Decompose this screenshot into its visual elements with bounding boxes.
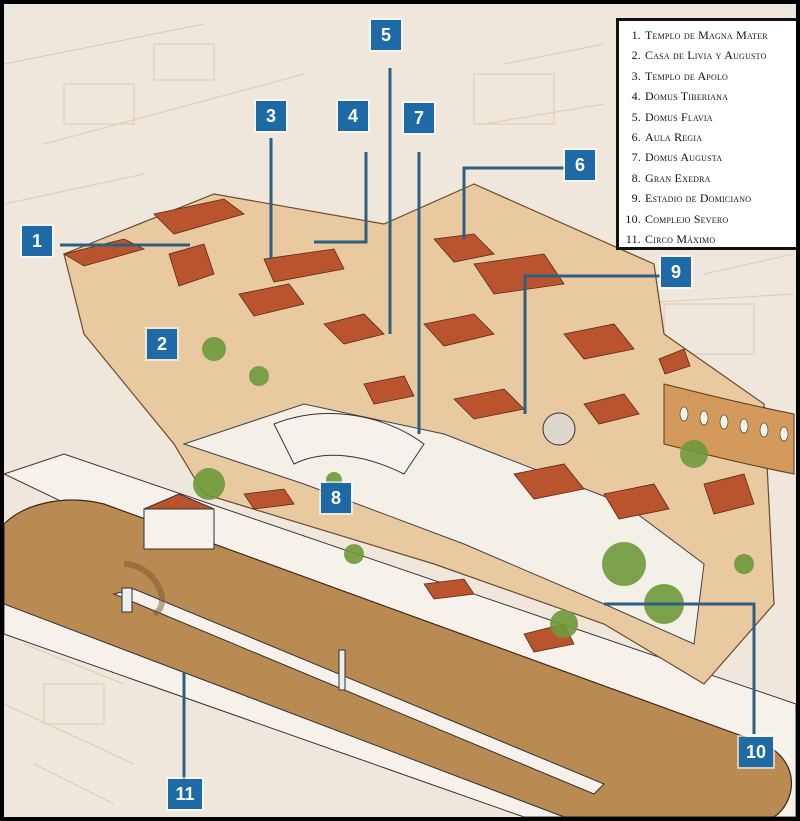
circus-maximus (4, 453, 796, 817)
legend-item: 8.Gran Exedra (631, 170, 711, 185)
callout-8-gran-exedra[interactable]: 8 (321, 483, 351, 513)
callout-7-domus-augusta[interactable]: 7 (404, 103, 434, 133)
legend-item: 7.Domus Augusta (631, 150, 723, 165)
map-canvas: 1 2 3 4 5 6 7 8 9 10 11 1.Templo de Magn… (4, 4, 796, 817)
legend-item: 5.Domus Flavia (631, 109, 713, 124)
legend-item: 11.Circo Máximo (625, 231, 716, 246)
legend-item: 2.Casa de Livia y Augusto (631, 48, 767, 63)
legend-item: 6.Aula Regia (631, 129, 703, 144)
legend-item: 10.Complejo Severo (625, 211, 729, 226)
callout-5-domus-flavia[interactable]: 5 (371, 20, 401, 50)
legend: 1.Templo de Magna Mater 2.Casa de Livia … (616, 18, 796, 250)
callout-2-casa-livia[interactable]: 2 (147, 329, 177, 359)
background-city-sketch (4, 23, 795, 805)
callout-4-domus-tiberiana[interactable]: 4 (338, 101, 368, 131)
legend-item: 1.Templo de Magna Mater (631, 28, 768, 42)
legend-item: 3.Templo de Apolo (631, 68, 729, 83)
callout-9-estadio-domiciano[interactable]: 9 (661, 257, 691, 287)
illustration (4, 23, 796, 817)
callout-3-templo-apolo[interactable]: 3 (256, 101, 286, 131)
leader-lines (60, 68, 756, 779)
callout-11-circo-maximo[interactable]: 11 (168, 779, 202, 809)
callout-6-aula-regia[interactable]: 6 (565, 150, 595, 180)
callout-1-magna-mater[interactable]: 1 (22, 226, 52, 256)
legend-item: 4.Domus Tiberiana (631, 89, 729, 104)
callout-10-complejo-severo[interactable]: 10 (739, 737, 773, 767)
legend-item: 9.Estadio de Domiciano (631, 191, 752, 206)
